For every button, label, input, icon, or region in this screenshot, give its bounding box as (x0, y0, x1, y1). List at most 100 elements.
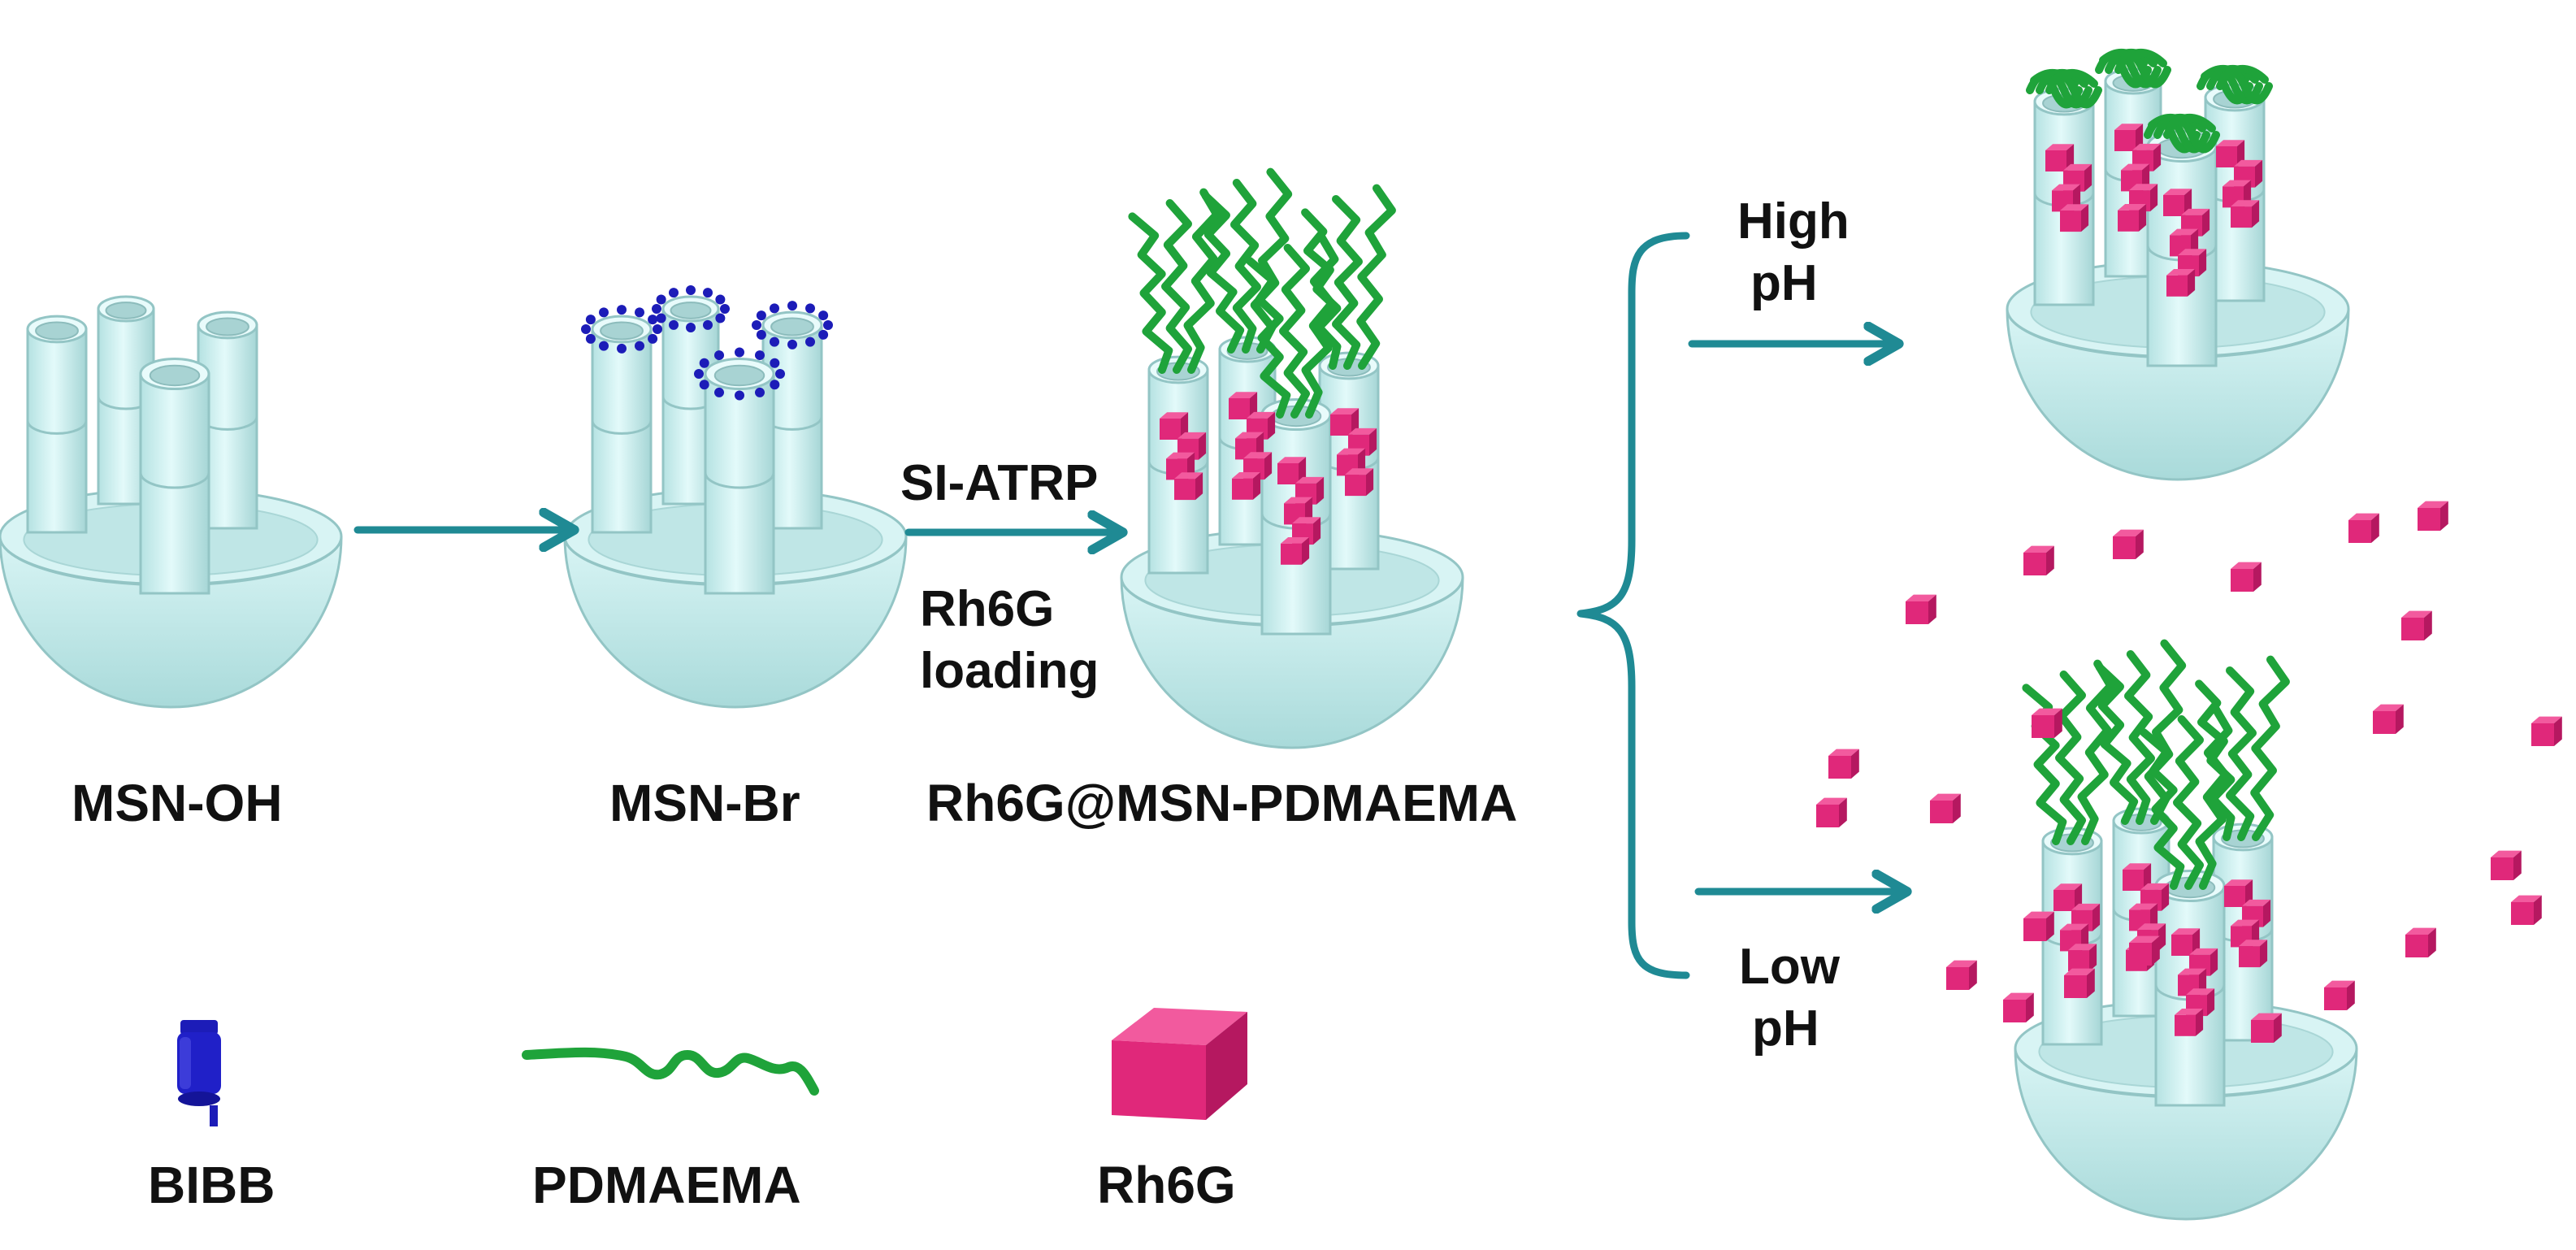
dye-cube-top (2348, 513, 2379, 520)
dye-cube-side (2347, 980, 2355, 1010)
bromide-group (770, 358, 780, 368)
dye-cube-top (2223, 180, 2252, 187)
label-rh6g-loading-line2: loading (920, 642, 1099, 699)
dye-cube-top (1337, 448, 1366, 455)
dye-cube (2231, 569, 2253, 592)
polymer-chain (2114, 49, 2171, 89)
dye-cube (1277, 463, 1299, 484)
bromide-group (656, 294, 666, 305)
dye-cube-top (2003, 992, 2034, 1000)
polymer-chain (1356, 184, 1396, 370)
dye-cube-top (2491, 850, 2522, 857)
polymer-chain (1201, 192, 1245, 354)
dye-cube-top (2123, 863, 2152, 870)
bromide-group (770, 380, 780, 390)
polymer-chain (2226, 666, 2257, 841)
dye-cube (2068, 950, 2089, 972)
dye-cube (1281, 543, 1302, 565)
dye-cube-top (2231, 200, 2260, 207)
bromide-group (715, 294, 726, 305)
dye-cube (2239, 946, 2260, 968)
dye-cube (2003, 1000, 2026, 1022)
bromide-group (735, 390, 744, 401)
bromide-group (653, 324, 662, 334)
polymer-chain (2140, 728, 2185, 890)
dye-cube-top (1295, 476, 1325, 484)
dye-cube-side (2199, 249, 2207, 277)
polymer-chain (2124, 650, 2155, 825)
bromide-group (599, 341, 609, 351)
bromide-group (755, 350, 765, 361)
dye-cube-side (2513, 850, 2522, 880)
polymer-chain (1301, 232, 1339, 419)
polymer-chain (2163, 114, 2220, 154)
polymer-chain (1128, 212, 1173, 374)
dye-cube-top (1277, 457, 1307, 463)
dye-cube-top (2137, 923, 2166, 931)
dye-cube (1946, 967, 1969, 990)
bromide-group (787, 339, 797, 349)
dye-cube-top (2171, 928, 2201, 935)
dye-cube-side (2534, 895, 2542, 925)
bromide-group (617, 343, 627, 354)
dye-cube-side (2255, 159, 2263, 188)
bromide-group (805, 303, 815, 314)
dye-cube-top (1816, 797, 1847, 805)
dye-cube (2175, 1014, 2196, 1036)
dye-cube (1816, 805, 1839, 827)
dye-cube-top (2239, 940, 2268, 947)
dye-cube (2231, 206, 2252, 228)
bromide-group (581, 324, 591, 334)
pore-segment-line (704, 472, 775, 489)
dye-cube-top (2118, 204, 2147, 211)
bromide-group (770, 336, 779, 347)
pore-opening (600, 321, 644, 341)
dye-cube-top (2166, 269, 2196, 276)
dye-cube-side (1253, 472, 1261, 500)
bromide-group (635, 341, 644, 351)
polymer-chain (2077, 659, 2115, 845)
polymer-chain (2144, 639, 2187, 825)
dye-cube-top (2251, 1013, 2282, 1020)
pore-segment-line (26, 420, 88, 435)
dye-cube (2216, 146, 2237, 167)
dye-cube-side (1313, 517, 1321, 545)
polymer-chain (1230, 179, 1261, 354)
dye-cube (1160, 419, 1181, 440)
dye-cube-side (2428, 927, 2436, 957)
pore-opening (670, 302, 712, 319)
dye-cube-top (1828, 749, 1859, 756)
legend-label-pdmaema: PDMAEMA (532, 1156, 801, 1214)
dye-cube-side (1953, 793, 1961, 823)
bromide-group (787, 301, 797, 311)
dye-cube-top (2178, 968, 2207, 975)
polymer-chain (2250, 655, 2290, 841)
low-ph-particle (1816, 501, 2562, 1221)
dye-cube-side (1366, 468, 1374, 497)
dye-cube-top (2060, 923, 2089, 931)
dye-cube-top (2114, 124, 2144, 130)
dye-cube-side (2253, 562, 2262, 592)
bromide-group (699, 358, 709, 368)
loaded-particle (1120, 167, 1464, 749)
dye-cube-top (1229, 392, 1258, 398)
dye-cube (2053, 890, 2075, 911)
polymer-chain-icon (522, 1047, 819, 1096)
polymer-chain (1332, 195, 1363, 370)
dye-cube-top (2401, 610, 2432, 618)
dye-cube (2171, 935, 2192, 956)
dye-cube (2163, 195, 2184, 216)
bromide-group (703, 319, 713, 330)
dye-cube-side (2554, 716, 2562, 746)
dye-cube-top (2053, 883, 2083, 890)
pore-segment-line (591, 420, 653, 435)
dye-cube-top (2405, 927, 2436, 935)
polymer-chain (1279, 244, 1310, 419)
dye-cube-top (2052, 184, 2081, 191)
polymer-chain (1183, 188, 1221, 374)
label-rh6g-loading-line1: Rh6G (920, 581, 1055, 637)
bromide-group (775, 369, 785, 379)
bromide-group (720, 304, 730, 314)
dye-cube-top (2189, 948, 2218, 955)
dye-cube-side (1839, 797, 1847, 827)
